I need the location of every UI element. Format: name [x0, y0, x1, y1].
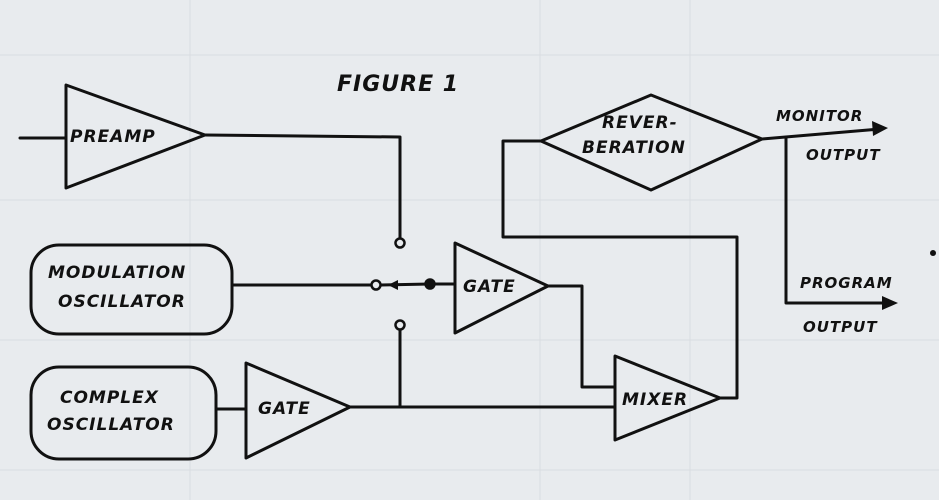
reverb-label-1: REVER-	[602, 113, 678, 133]
reverb-output-wire	[760, 127, 882, 141]
reverberation-block: REVER- BERATION	[539, 93, 764, 192]
figure-title: FIGURE 1	[337, 72, 459, 97]
preamp-block: PREAMP	[64, 83, 207, 190]
preamp-output-wire	[203, 133, 402, 240]
stray-mark	[930, 250, 936, 256]
monitor-label-2: OUTPUT	[806, 146, 881, 164]
mixer-block: MIXER	[613, 354, 722, 442]
complex-osc-label-1: COMPLEX	[60, 388, 159, 408]
lower-gate-label: GATE	[258, 399, 311, 419]
mixer-label: MIXER	[622, 390, 688, 410]
upper-gate-output-wire	[546, 284, 617, 389]
monitor-label-1: MONITOR	[776, 107, 863, 125]
lower-gate-block: GATE	[244, 361, 352, 460]
upper-gate-label: GATE	[463, 277, 516, 297]
selector-switch	[370, 237, 436, 331]
program-branch-wire	[784, 135, 892, 305]
complex-osc-label-2: OSCILLATOR	[47, 415, 175, 435]
complex-oscillator-block: COMPLEX OSCILLATOR	[29, 365, 218, 461]
modulation-oscillator-block: MODULATION OSCILLATOR	[29, 243, 234, 336]
program-arrowhead	[882, 296, 898, 310]
program-label-2: OUTPUT	[803, 318, 878, 336]
program-label-1: PROGRAM	[800, 274, 893, 292]
mod-osc-label-2: OSCILLATOR	[58, 292, 186, 312]
preamp-label: PREAMP	[70, 127, 156, 147]
mod-osc-label-1: MODULATION	[48, 263, 186, 283]
mixer-output-wire	[501, 139, 739, 400]
monitor-arrowhead	[872, 121, 888, 136]
upper-gate-block: GATE	[453, 241, 550, 335]
reverb-label-2: BERATION	[582, 138, 686, 158]
